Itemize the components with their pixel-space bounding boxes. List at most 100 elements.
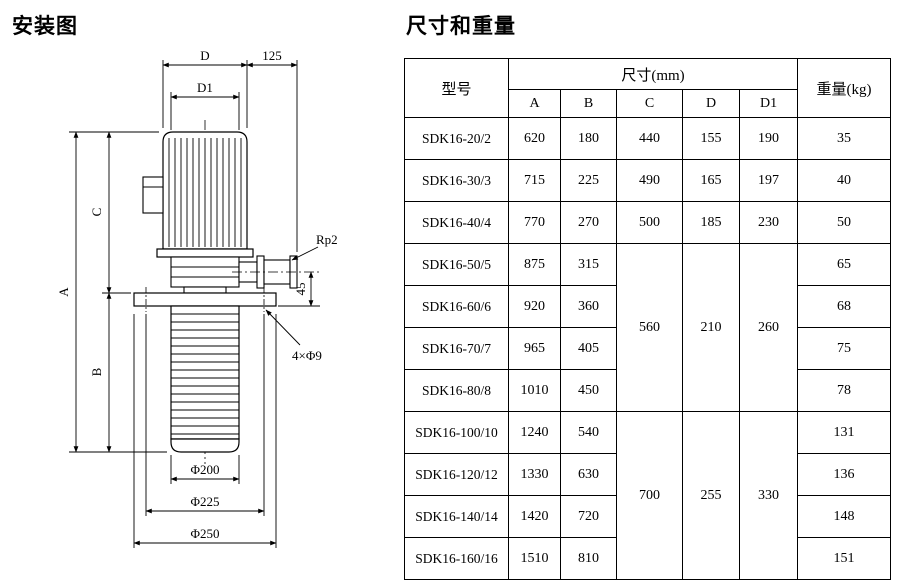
- cell-d: 155: [682, 117, 740, 160]
- cell-a: 1510: [508, 537, 561, 580]
- cell-c-merged: 560: [616, 243, 683, 412]
- rp2-leader: [291, 246, 319, 261]
- barrel-stage-lines: [171, 313, 239, 435]
- cell-b: 720: [560, 495, 617, 538]
- cell-b: 540: [560, 411, 617, 454]
- cell-kg: 35: [797, 117, 892, 160]
- header-col-b: B: [560, 89, 617, 118]
- dim-D1-label: D1: [197, 80, 213, 95]
- outlet-port: [232, 255, 320, 289]
- dim-A: [69, 131, 167, 453]
- table-row: SDK16-100/10 1240 540 700 255 330 131: [404, 411, 892, 580]
- cell-b: 180: [560, 117, 617, 160]
- table-row: SDK16-120/12 1330 630 136: [404, 453, 892, 496]
- table-row: SDK16-40/4 770 270 500 185 230 50: [404, 201, 892, 244]
- cell-model: SDK16-20/2: [404, 117, 509, 160]
- cell-model: SDK16-60/6: [404, 285, 509, 328]
- cell-a: 715: [508, 159, 561, 202]
- cell-kg: 75: [797, 327, 892, 370]
- cell-a: 875: [508, 243, 561, 286]
- rp2-label: Rp2: [316, 232, 338, 247]
- dim-A-label: A: [56, 287, 71, 297]
- installation-diagram: D 125 D1: [0, 34, 400, 586]
- pump-drawing: D 125 D1: [56, 48, 338, 548]
- cell-a: 1240: [508, 411, 561, 454]
- dim-125: [246, 60, 298, 252]
- dimensions-table: 型号 尺寸(mm) 重量(kg) A B C D D1 SDK16-20/2 6…: [404, 58, 892, 580]
- cell-d: 165: [682, 159, 740, 202]
- cell-b: 630: [560, 453, 617, 496]
- installation-panel: 安装图: [0, 0, 400, 586]
- header-model: 型号: [404, 58, 509, 118]
- dimensions-title: 尺寸和重量: [406, 15, 516, 38]
- table-row: SDK16-70/7 965 405 75: [404, 327, 892, 370]
- bolt-holes-label: 4×Φ9: [292, 348, 322, 363]
- cell-kg: 40: [797, 159, 892, 202]
- cell-kg: 68: [797, 285, 892, 328]
- pump-barrel: [170, 305, 240, 453]
- cell-model: SDK16-50/5: [404, 243, 509, 286]
- dim-phi250-label: Φ250: [190, 526, 219, 541]
- dim-D: [162, 60, 248, 128]
- cell-a: 770: [508, 201, 561, 244]
- cell-model: SDK16-160/16: [404, 537, 509, 580]
- table-row: SDK16-140/14 1420 720 148: [404, 495, 892, 538]
- cell-d1: 190: [738, 117, 799, 160]
- header-size-group: 尺寸(mm): [507, 58, 799, 90]
- cell-d1-merged: 330: [738, 411, 799, 580]
- dim-phi200: [170, 455, 240, 484]
- dimensions-panel: 尺寸和重量 型号 尺寸(mm) 重量(kg) A B C D D1: [402, 0, 900, 586]
- cell-d: 185: [682, 201, 740, 244]
- cell-model: SDK16-40/4: [404, 201, 509, 244]
- cell-kg: 65: [797, 243, 892, 286]
- dim-125-label: 125: [262, 48, 282, 63]
- cell-a: 920: [508, 285, 561, 328]
- motor: [156, 131, 254, 258]
- cell-b: 450: [560, 369, 617, 412]
- dim-phi225: [145, 314, 265, 516]
- cell-b: 225: [560, 159, 617, 202]
- header-col-a: A: [508, 89, 561, 118]
- cell-model: SDK16-120/12: [404, 453, 509, 496]
- cell-b: 360: [560, 285, 617, 328]
- table-row: SDK16-30/3 715 225 490 165 197 40: [404, 159, 892, 202]
- bolt-holes-leader: [265, 309, 301, 346]
- cell-d1: 230: [738, 201, 799, 244]
- cell-model: SDK16-100/10: [404, 411, 509, 454]
- header-col-c: C: [616, 89, 683, 118]
- cell-c: 490: [616, 159, 683, 202]
- cell-d1: 197: [738, 159, 799, 202]
- cell-d-merged: 210: [682, 243, 740, 412]
- cell-kg: 131: [797, 411, 892, 454]
- cell-a: 620: [508, 117, 561, 160]
- dim-45: [278, 271, 320, 307]
- cell-model: SDK16-140/14: [404, 495, 509, 538]
- cell-c: 440: [616, 117, 683, 160]
- table-row: SDK16-50/5 875 315 560 210 260 65: [404, 243, 892, 412]
- cell-b: 270: [560, 201, 617, 244]
- cell-kg: 78: [797, 369, 892, 412]
- dim-C: [102, 131, 131, 294]
- cell-a: 1010: [508, 369, 561, 412]
- header-col-d1: D1: [738, 89, 799, 118]
- cell-b: 405: [560, 327, 617, 370]
- barrel-bottom-cap: [170, 438, 240, 453]
- dim-phi250: [133, 314, 277, 548]
- cell-d1-merged: 260: [738, 243, 799, 412]
- motor-fins: [168, 138, 242, 247]
- cell-model: SDK16-80/8: [404, 369, 509, 412]
- dim-B-label: B: [89, 367, 104, 376]
- cell-c-merged: 700: [616, 411, 683, 580]
- installation-title: 安装图: [12, 15, 78, 38]
- cell-c: 500: [616, 201, 683, 244]
- dim-D1: [170, 92, 240, 130]
- cell-kg: 151: [797, 537, 892, 580]
- cell-kg: 50: [797, 201, 892, 244]
- dim-D-label: D: [200, 48, 209, 63]
- cell-b: 810: [560, 537, 617, 580]
- cell-kg: 148: [797, 495, 892, 538]
- header-weight: 重量(kg): [797, 58, 892, 118]
- dim-phi225-label: Φ225: [190, 494, 219, 509]
- dim-C-label: C: [89, 208, 104, 217]
